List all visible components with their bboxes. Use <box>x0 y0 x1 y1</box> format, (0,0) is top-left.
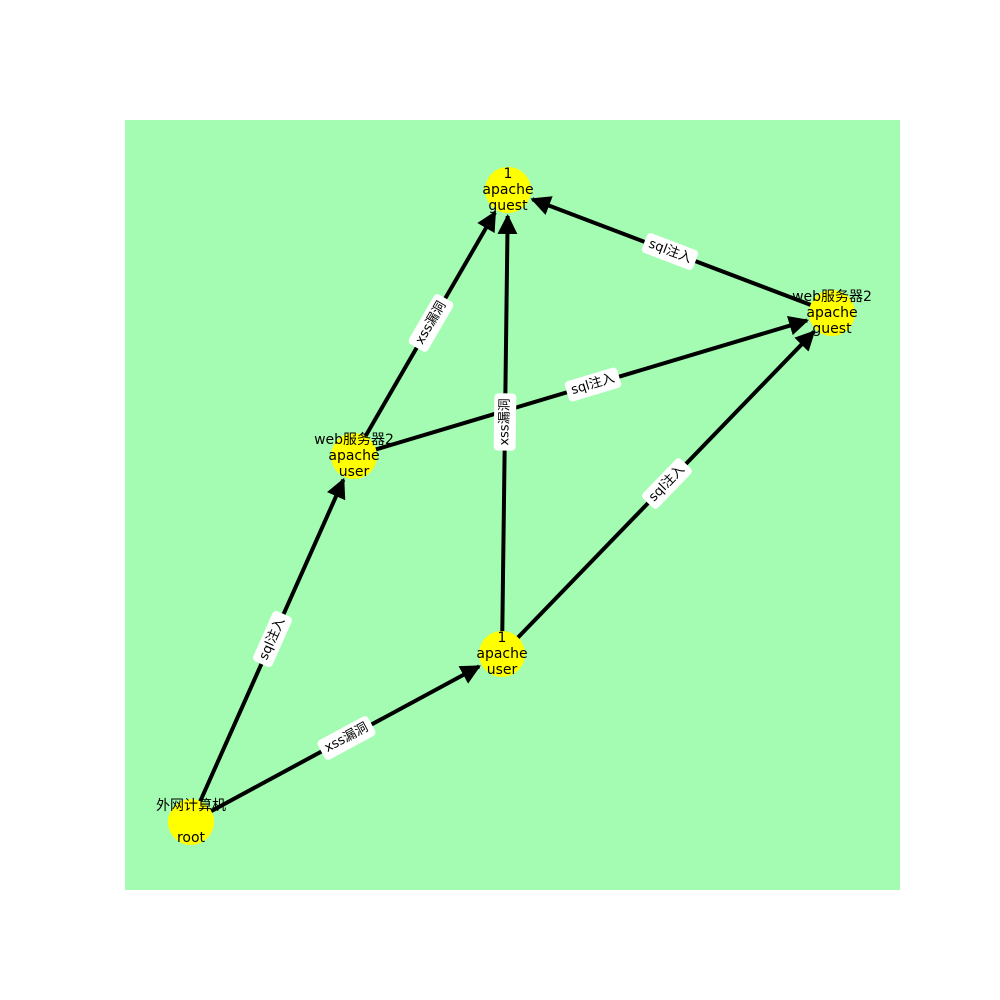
node-circle <box>809 290 855 336</box>
edge-label-box <box>493 393 517 451</box>
node-label-line-2: user <box>339 464 370 480</box>
edge-label-box <box>253 611 292 667</box>
node-label-line-1: apache <box>476 646 527 662</box>
node-label-line-2: guest <box>488 198 528 214</box>
edge-label-box <box>641 233 699 270</box>
plot-background <box>125 120 900 890</box>
edge-label-n2-n4: xss漏洞 <box>493 393 517 451</box>
node-circle <box>168 799 214 845</box>
node-label-line-0: 外网计算机 <box>156 798 226 814</box>
node-label-line-1: apache <box>806 305 857 321</box>
node-label-line-2: user <box>487 662 518 678</box>
node-label-line-0: 1 <box>504 166 513 182</box>
node-circle <box>485 167 531 213</box>
node-label-line-2: guest <box>812 321 852 337</box>
node-circle <box>479 631 525 677</box>
node-label-line-0: web服务器2 <box>314 432 394 448</box>
node-n1[interactable]: 外网计算机 root <box>156 798 226 846</box>
node-label-line-2: root <box>177 830 206 846</box>
node-label-line-0: web服务器2 <box>792 289 872 305</box>
node-label-line-0: 1 <box>498 630 507 646</box>
edge-label-text: xss漏洞 <box>496 398 513 445</box>
node-label-line-1: apache <box>328 448 379 464</box>
nodes-layer: 外网计算机root1apacheuserweb服务器2apacheuser1ap… <box>156 166 872 846</box>
edge-label-box <box>317 716 376 760</box>
edge-label-box <box>408 294 454 352</box>
edge-label-box <box>642 458 692 509</box>
node-label-line-1: apache <box>482 182 533 198</box>
node-circle <box>331 433 377 479</box>
edge-label-box <box>564 367 622 402</box>
